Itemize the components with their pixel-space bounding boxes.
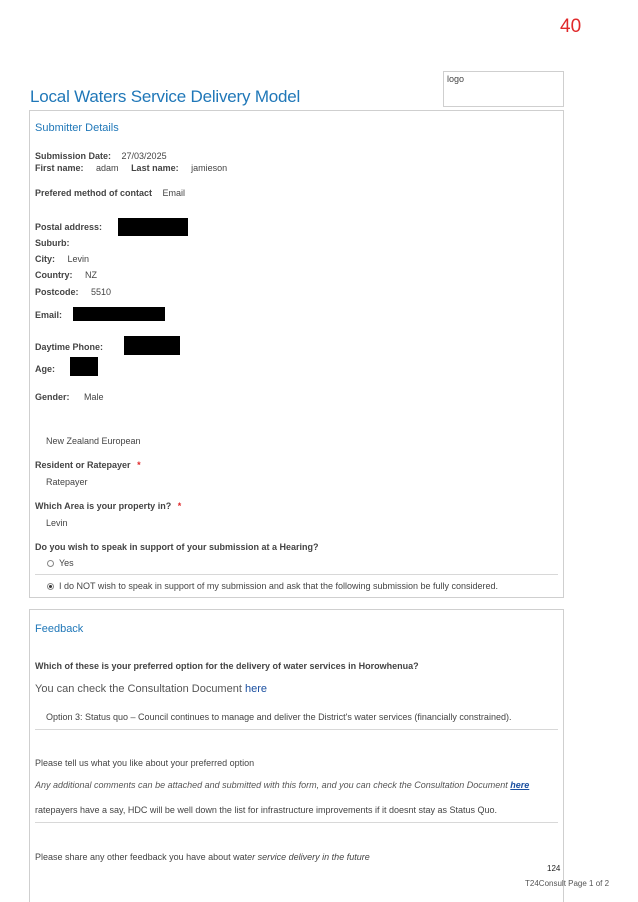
consultation-row: You can check the Consultation Document … [35, 683, 267, 695]
preferred-option-answer: Option 3: Status quo – Council continues… [46, 712, 512, 722]
submitter-details-panel [29, 110, 564, 598]
first-name-value: adam [96, 163, 119, 173]
redaction-age [70, 357, 98, 376]
consultation-link[interactable]: here [244, 683, 267, 695]
feedback-question-3: Please share any other feedback you have… [35, 852, 370, 862]
page-title: Local Waters Service Delivery Model [30, 87, 301, 106]
radio-no-selected[interactable] [47, 583, 54, 591]
ethnicity-value: New Zealand European [46, 436, 141, 446]
daytime-phone-label: Daytime Phone: [35, 342, 104, 352]
submission-date-row: Submission Date: 27/03/2025 [35, 151, 167, 161]
postal-address-label: Postal address: [35, 222, 103, 232]
contact-method-label: Prefered method of contact [35, 188, 153, 198]
postcode-value: 5510 [91, 287, 112, 297]
attachment-note: Any additional comments can be attached … [35, 780, 508, 790]
attachment-note-row: Any additional comments can be attached … [35, 780, 529, 790]
radio-yes[interactable] [47, 560, 54, 568]
last-name-label: Last name: [131, 163, 179, 173]
gender-value: Male [84, 392, 104, 402]
like-answer: ratepayers have a say, HDC will be well … [35, 805, 498, 815]
hearing-yes-label: Yes [59, 558, 74, 568]
contact-method-value: Email [162, 188, 186, 198]
last-name-value: jamieson [191, 163, 228, 173]
area-value: Levin [46, 518, 68, 528]
gender-label: Gender: [35, 392, 70, 402]
hearing-no-option[interactable]: I do NOT wish to speak in support of my … [47, 581, 498, 591]
contact-method-row: Prefered method of contact Email [35, 188, 185, 198]
attachment-note-link[interactable]: here [510, 780, 530, 790]
country-label: Country: [35, 270, 73, 280]
hearing-yes-option[interactable]: Yes [47, 558, 74, 568]
consultation-text: You can check the Consultation Document [35, 683, 242, 695]
divider [35, 822, 558, 823]
divider [35, 729, 558, 730]
area-row: Which Area is your property in? * [35, 501, 181, 511]
submission-date-label: Submission Date: [35, 151, 112, 161]
gender-row: Gender: Male [35, 392, 104, 402]
age-label: Age: [35, 364, 55, 374]
logo-placeholder: logo [443, 71, 564, 107]
country-row: Country: NZ [35, 270, 97, 280]
redaction-phone [124, 336, 180, 355]
logo-text: logo [447, 74, 465, 84]
page-info: T24Consult Page 1 of 2 [525, 879, 610, 888]
country-value: NZ [85, 270, 98, 280]
city-value: Levin [67, 254, 90, 264]
postcode-row: Postcode: 5510 [35, 287, 111, 297]
required-marker: * [137, 460, 141, 470]
name-row: First name: adam Last name: jamieson [35, 163, 227, 173]
submitter-section-title: Submitter Details [35, 122, 119, 134]
feedback-question-3-plain: Please share any other feedback you have… [35, 852, 248, 862]
redaction-email [73, 307, 165, 321]
resident-value: Ratepayer [46, 477, 88, 487]
resident-label: Resident or Ratepayer [35, 460, 131, 470]
feedback-panel [29, 609, 564, 902]
city-label: City: [35, 254, 55, 264]
hearing-no-label: I do NOT wish to speak in support of my … [59, 581, 499, 591]
page-number: 40 [560, 16, 582, 37]
email-label: Email: [35, 310, 63, 320]
submission-date-value: 27/03/2025 [121, 151, 167, 161]
hearing-question: Do you wish to speak in support of your … [35, 542, 319, 552]
feedback-question-3-italic: er service delivery in the future [247, 852, 370, 862]
first-name-label: First name: [35, 163, 84, 173]
redaction-postal-address [118, 218, 188, 236]
postcode-label: Postcode: [35, 287, 79, 297]
city-row: City: Levin [35, 254, 89, 264]
feedback-question-2: Please tell us what you like about your … [35, 758, 255, 768]
required-marker: * [177, 501, 182, 511]
suburb-label: Suburb: [35, 238, 70, 248]
feedback-question-1: Which of these is your preferred option … [35, 661, 419, 671]
area-label: Which Area is your property in? [35, 501, 172, 511]
resident-row: Resident or Ratepayer * [35, 460, 141, 470]
feedback-section-title: Feedback [35, 623, 84, 635]
document-number: 124 [547, 864, 561, 873]
divider [35, 574, 558, 575]
